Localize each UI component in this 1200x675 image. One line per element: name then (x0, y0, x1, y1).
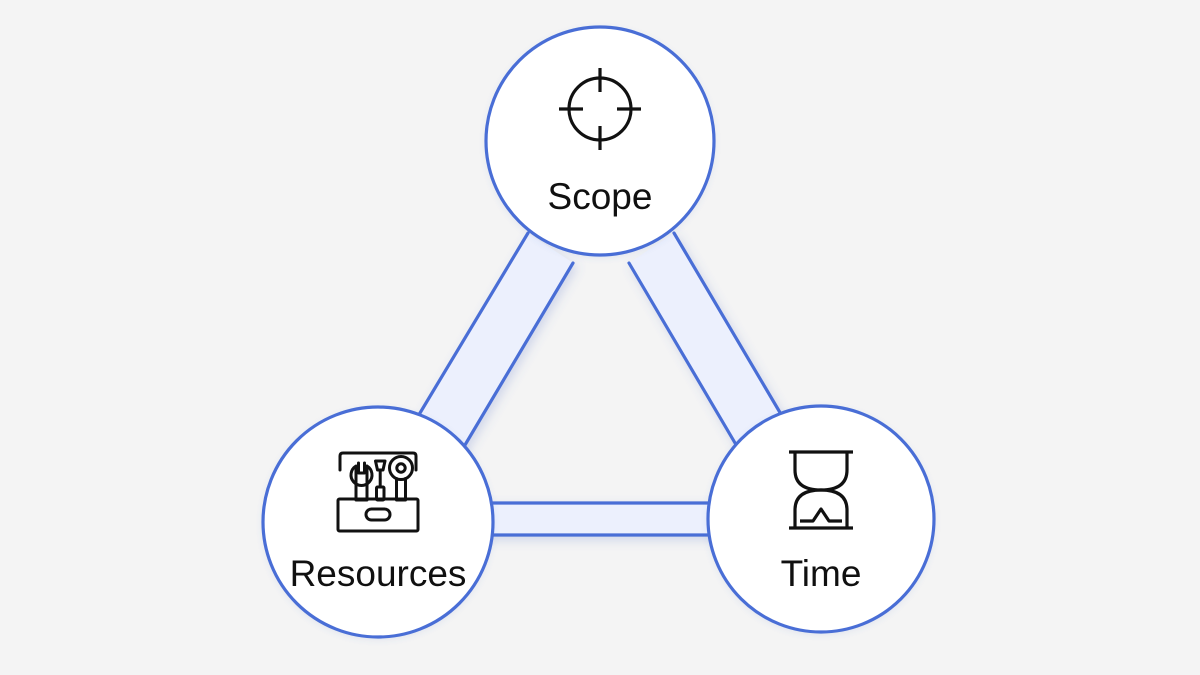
resources-label: Resources (290, 553, 467, 594)
connector-resources-time (478, 501, 727, 537)
time-label: Time (781, 553, 862, 594)
toolbox-tools-icon (336, 451, 420, 533)
node-resources[interactable]: Resources (261, 405, 495, 639)
resources-circle[interactable] (261, 405, 495, 639)
time-circle[interactable] (706, 404, 936, 634)
node-time[interactable]: Time (706, 404, 936, 634)
connector-scope-resources (412, 231, 575, 452)
node-scope[interactable]: Scope (484, 25, 716, 257)
scope-label: Scope (548, 176, 653, 217)
hourglass-icon (789, 450, 853, 530)
connector-group (412, 231, 787, 537)
connector-scope-time (627, 231, 787, 450)
crosshair-target-icon (559, 68, 641, 150)
